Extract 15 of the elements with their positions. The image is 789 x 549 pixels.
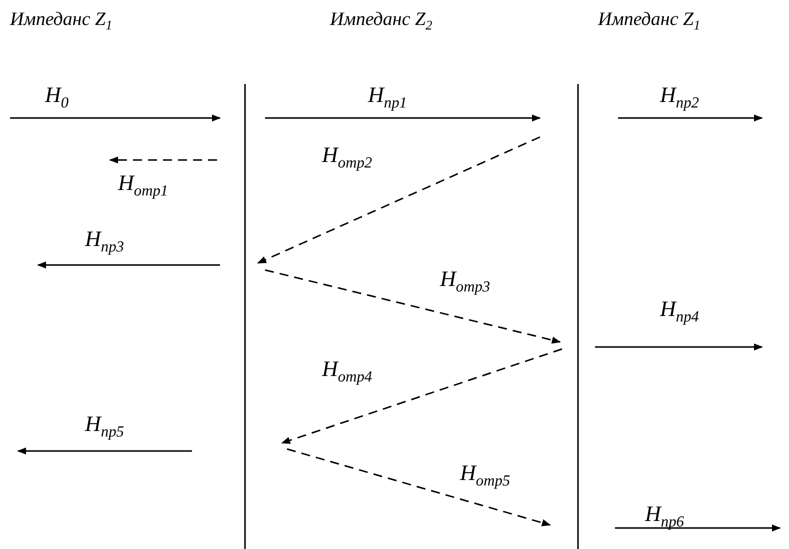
field-label: H$_{пр3}$ [85,228,124,255]
field-label: H$_{пр2}$ [660,84,699,111]
field-label: H$_{отр4}$ [322,358,372,385]
field-label: H$_{отр2}$ [322,144,372,171]
medium-heading: Импеданс Z$_{1}$ [598,10,700,32]
medium-heading: Импеданс Z$_{2}$ [330,10,432,32]
medium-heading: Импеданс Z$_{1}$ [10,10,112,32]
field-label: H$_{пр5}$ [85,413,124,440]
field-label: H$_{отр3}$ [440,268,490,295]
field-label: H$_{отр1}$ [118,172,168,199]
field-label: H$_{пр6}$ [645,503,684,530]
field-label: H$_{пр4}$ [660,298,699,325]
field-label: H$_{0}$ [45,84,69,111]
field-label: H$_{пр1}$ [368,84,407,111]
field-label: H$_{отр5}$ [460,462,510,489]
